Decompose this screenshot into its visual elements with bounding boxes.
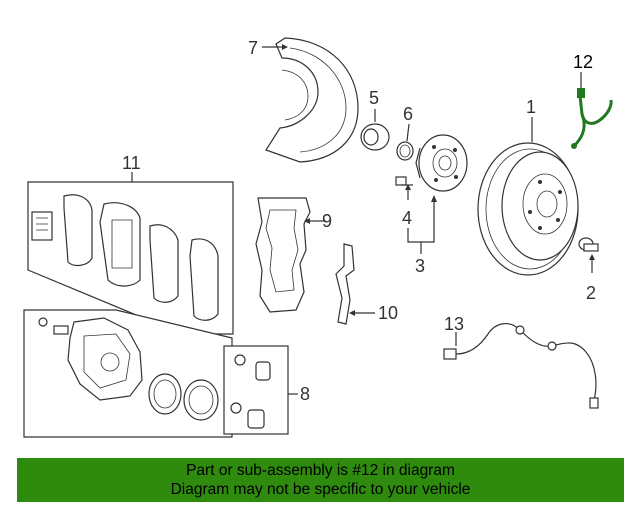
part-1-rotor[interactable] xyxy=(477,117,579,276)
callout-4: 4 xyxy=(402,208,412,228)
part-11-pad-set[interactable] xyxy=(27,181,234,335)
callout-12: 12 xyxy=(573,52,593,72)
part-7-dust-shield[interactable] xyxy=(262,37,359,163)
callout-7: 7 xyxy=(248,38,258,58)
part-13-sensor-wire[interactable] xyxy=(443,323,599,409)
banner-line-1: Part or sub-assembly is #12 in diagram xyxy=(186,462,455,479)
callout-5: 5 xyxy=(369,88,379,108)
callout-3: 3 xyxy=(415,256,425,276)
info-banner: Part or sub-assembly is #12 in diagram D… xyxy=(17,458,624,502)
callout-9: 9 xyxy=(322,211,332,231)
part-3-hub[interactable] xyxy=(415,134,468,192)
callout-1: 1 xyxy=(526,97,536,117)
part-6-snap-ring[interactable] xyxy=(396,123,414,161)
part-10-clip[interactable] xyxy=(335,243,375,325)
callout-8: 8 xyxy=(300,384,310,404)
part-8-caliper-assembly[interactable] xyxy=(23,309,233,438)
callout-13: 13 xyxy=(444,314,464,334)
callout-2: 2 xyxy=(586,283,596,303)
callout-11: 11 xyxy=(122,153,141,173)
part-8-pin-kit[interactable] xyxy=(223,345,298,435)
part-2-screw[interactable] xyxy=(578,237,599,273)
part-12-sensor[interactable] xyxy=(571,72,613,149)
callout-10: 10 xyxy=(378,303,398,323)
banner-line-2: Diagram may not be specific to your vehi… xyxy=(170,481,471,498)
parts-diagram: 7 5 6 4 3 xyxy=(23,37,613,438)
part-5-bearing[interactable] xyxy=(360,109,390,151)
part-9-caliper-bracket[interactable] xyxy=(255,197,326,313)
callout-6: 6 xyxy=(403,104,413,124)
part-4-bolt[interactable] xyxy=(395,176,413,200)
